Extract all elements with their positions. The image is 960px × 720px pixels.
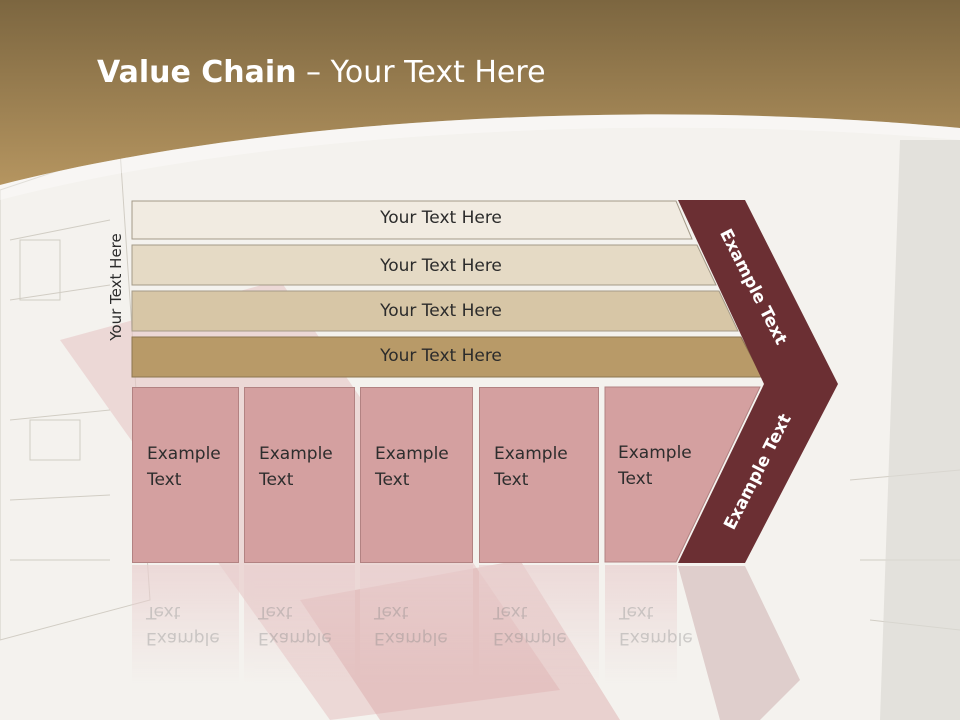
title-bold: Value Chain — [97, 55, 297, 90]
box-4-line1: Example — [494, 444, 568, 464]
side-label: Your Text Here — [107, 233, 125, 341]
row-label-2: Your Text Here — [380, 256, 502, 276]
chevron-arrow — [678, 200, 838, 563]
box-2-line1: Example — [259, 444, 333, 464]
box-5-line1: Example — [618, 443, 692, 463]
row-label-3: Your Text Here — [380, 301, 502, 321]
row-bar-1 — [131, 200, 693, 240]
title-rest: – Your Text Here — [296, 55, 546, 90]
row-bar-3 — [131, 290, 739, 332]
row-bar-2 — [131, 244, 717, 286]
box-1-line1: Example — [147, 444, 221, 464]
slide-title: Value Chain – Your Text Here — [97, 55, 546, 90]
chevron-reflection — [678, 566, 800, 720]
header-band — [0, 0, 960, 200]
box-3-line2: Text — [375, 470, 410, 490]
box-5-line2: Text — [618, 469, 653, 489]
box-4-line2: Text — [494, 470, 529, 490]
box-1-line2: Text — [147, 470, 182, 490]
box-3-line1: Example — [375, 444, 449, 464]
row-label-4: Your Text Here — [380, 346, 502, 366]
box-5-shape — [604, 386, 761, 563]
row-label-1: Your Text Here — [380, 208, 502, 228]
box-2-line2: Text — [259, 470, 294, 490]
